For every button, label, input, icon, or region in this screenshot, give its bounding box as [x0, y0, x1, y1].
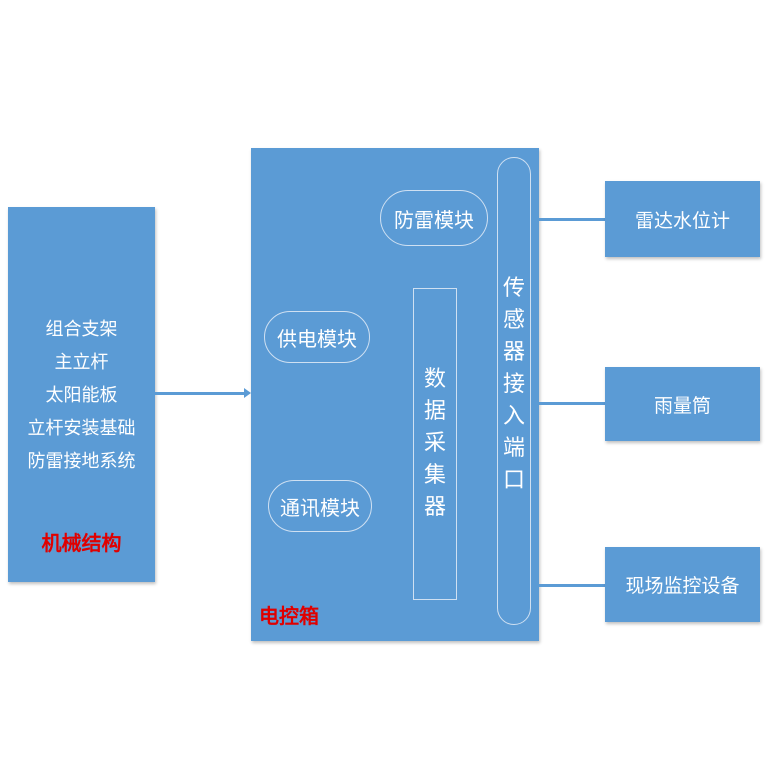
sensor-port: 传 感 器 接 入 端 口	[497, 157, 531, 625]
device-rain-gauge: 雨量筒	[605, 367, 760, 441]
char: 器	[502, 340, 525, 365]
char: 传	[502, 276, 525, 301]
mech-item: 太阳能板	[45, 385, 118, 406]
char: 数	[423, 367, 446, 392]
char: 入	[502, 404, 525, 429]
char: 端	[502, 436, 525, 461]
mech-item: 主立杆	[54, 352, 109, 373]
control-box: 防雷模块 供电模块 通讯模块 数 据 采 集 器 传 感 器 接 入 端 口 电…	[251, 148, 539, 641]
mechanical-title: 机械结构	[41, 531, 122, 555]
char: 采	[423, 431, 446, 456]
char: 感	[502, 308, 525, 333]
arrow-head-icon	[244, 388, 251, 398]
char: 口	[502, 468, 525, 493]
mech-item: 防雷接地系统	[27, 451, 136, 472]
control-box-title: 电控箱	[259, 604, 319, 628]
lightning-module: 防雷模块	[380, 190, 488, 246]
device-monitoring: 现场监控设备	[605, 547, 760, 622]
char: 据	[423, 399, 446, 424]
connector-line	[532, 402, 605, 405]
mech-item: 组合支架	[45, 319, 118, 340]
power-module: 供电模块	[264, 311, 370, 363]
char: 接	[502, 372, 525, 397]
char: 器	[423, 495, 446, 520]
char: 集	[423, 463, 446, 488]
device-radar-gauge: 雷达水位计	[605, 181, 760, 257]
comm-module: 通讯模块	[268, 480, 372, 532]
connector-line	[532, 584, 605, 587]
connector-line	[532, 218, 605, 221]
mech-item: 立杆安装基础	[27, 418, 136, 439]
data-collector: 数 据 采 集 器	[413, 288, 457, 600]
connector-arrow	[155, 392, 245, 395]
mechanical-structure-box: 组合支架 主立杆 太阳能板 立杆安装基础 防雷接地系统 机械结构	[8, 207, 155, 582]
